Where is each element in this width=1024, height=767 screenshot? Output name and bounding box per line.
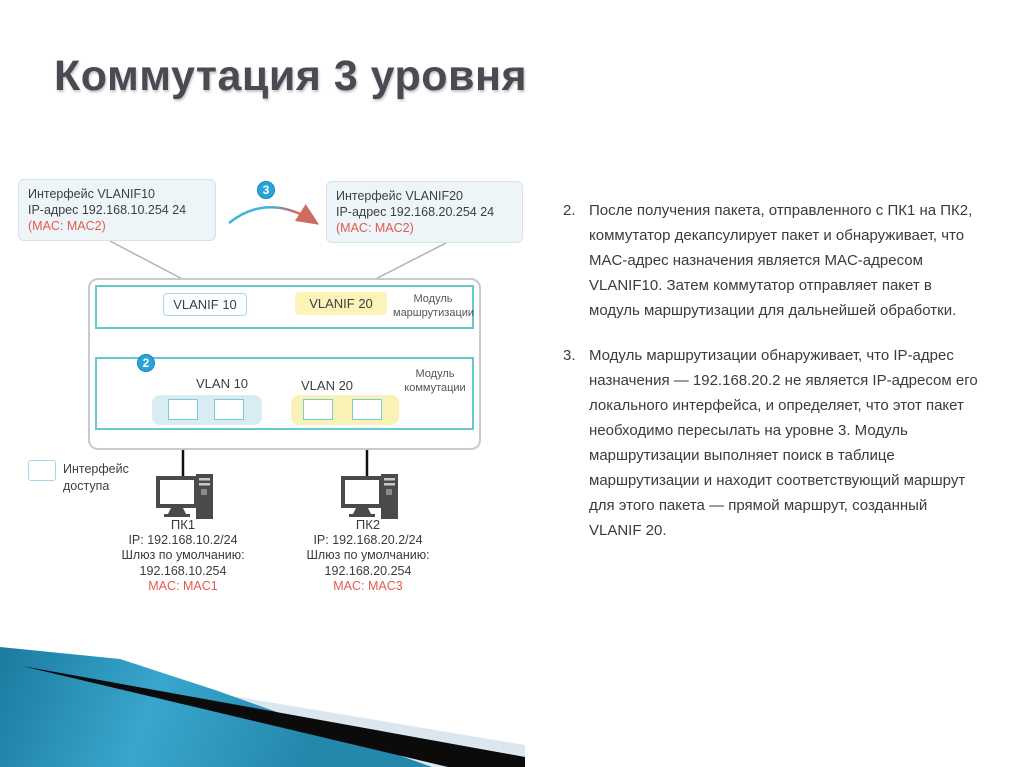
- port-1: [168, 399, 198, 420]
- pc1-addresses: IP: 192.168.10.2/24 Шлюз по умолчанию: 1…: [121, 532, 245, 578]
- switching-module-label: Модуль коммутации: [404, 368, 466, 394]
- step2-badge: 2: [137, 354, 155, 372]
- callout-vlanif10-mac: (MAC: MAC2): [28, 219, 106, 233]
- callout-vlanif20-text: Интерфейс VLANIF20 IP-адрес 192.168.20.2…: [336, 189, 495, 219]
- ribbon-black: [22, 666, 525, 767]
- note-text: Модуль маршрутизации обнаруживает, что I…: [589, 347, 978, 539]
- routing-module-label: Модуль маршрутизации: [393, 293, 475, 319]
- vlanif10-box: VLANIF 10: [163, 293, 247, 316]
- routing-module: [95, 285, 474, 329]
- note-number: 2.: [563, 202, 576, 219]
- pc2-name: ПК2: [355, 517, 381, 532]
- note-item-2: 2. После получения пакета, отправленного…: [563, 198, 1013, 323]
- pc1-name: ПК1: [170, 517, 196, 532]
- pc2-mac: MAC: MAC3: [333, 579, 403, 593]
- ribbon-pale: [0, 657, 525, 767]
- ribbon-teal: [0, 647, 432, 767]
- pc2-computer-icon: [341, 474, 398, 519]
- step3-badge: 3: [257, 181, 275, 199]
- note-number: 3.: [563, 347, 576, 364]
- notes-list: 2. После получения пакета, отправленного…: [563, 198, 1013, 543]
- port-3: [303, 399, 333, 420]
- pc1-mac: MAC: MAC1: [148, 579, 218, 593]
- pc2-label: ПК2 IP: 192.168.20.2/24 Шлюз по умолчани…: [283, 517, 453, 595]
- flow-arrow: [228, 204, 320, 225]
- callout-vlanif20-mac: (MAC: MAC2): [336, 221, 414, 235]
- decoration-ribbon: [0, 647, 525, 767]
- legend-swatch: [28, 460, 56, 481]
- vlanif20-box: VLANIF 20: [295, 292, 387, 315]
- pc2-addresses: IP: 192.168.20.2/24 Шлюз по умолчанию: 1…: [306, 532, 430, 578]
- note-text: После получения пакета, отправленного с …: [589, 202, 973, 319]
- legend-label: Интерфейс доступа: [63, 462, 129, 493]
- vlan20-label: VLAN 20: [301, 378, 354, 393]
- callout-vlanif10-text: Интерфейс VLANIF10 IP-адрес 192.168.10.2…: [28, 187, 187, 217]
- pc1-computer-icon: [156, 474, 213, 519]
- callout-vlanif20: Интерфейс VLANIF20 IP-адрес 192.168.20.2…: [326, 181, 523, 243]
- page-title: Коммутация 3 уровня: [54, 52, 528, 100]
- pc1-label: ПК1 IP: 192.168.10.2/24 Шлюз по умолчани…: [98, 517, 268, 595]
- callout-vlanif10: Интерфейс VLANIF10 IP-адрес 192.168.10.2…: [18, 179, 216, 241]
- port-4: [352, 399, 382, 420]
- port-2: [214, 399, 244, 420]
- note-item-3: 3. Модуль маршрутизации обнаруживает, чт…: [563, 343, 1013, 543]
- vlan10-label: VLAN 10: [196, 376, 249, 391]
